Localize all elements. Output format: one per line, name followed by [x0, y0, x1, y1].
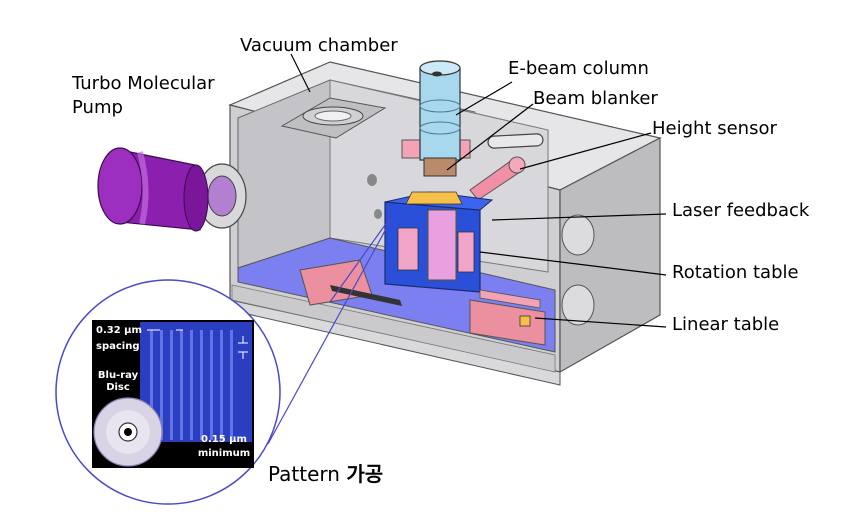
label-rotation-table: Rotation table	[672, 262, 799, 283]
label-vacuum-chamber: Vacuum chamber	[240, 35, 398, 56]
inset-disc-line2: Disc	[106, 382, 130, 393]
stage-assembly	[299, 191, 546, 346]
inset-spacing-value: 0.32 μm	[96, 325, 142, 336]
caption-bold: 가공	[346, 462, 384, 486]
turbo-molecular-pump	[97, 147, 247, 232]
inset-minimum-word: minimum	[197, 448, 251, 459]
leader-lines	[290, 53, 667, 328]
label-laser-feedback: Laser feedback	[672, 200, 810, 221]
figure-caption: Pattern 가공	[268, 458, 383, 487]
label-turbo-pump-line1: Turbo Molecular	[72, 73, 215, 94]
inset-spacing-word: spacing	[96, 341, 140, 352]
label-turbo-pump-line2: Pump	[72, 97, 123, 118]
label-height-sensor: Height sensor	[652, 118, 777, 139]
inset-disc-line1: Blu-ray	[97, 370, 139, 381]
caption-text: Pattern	[268, 462, 340, 486]
inset-minimum-value: 0.15 μm	[201, 434, 247, 445]
magnifier-callout	[55, 217, 393, 505]
label-linear-table: Linear table	[672, 314, 780, 335]
label-ebeam-column: E-beam column	[508, 58, 649, 79]
ebeam-column	[419, 60, 461, 177]
label-beam-blanker: Beam blanker	[533, 88, 658, 109]
height-sensor	[469, 156, 526, 201]
